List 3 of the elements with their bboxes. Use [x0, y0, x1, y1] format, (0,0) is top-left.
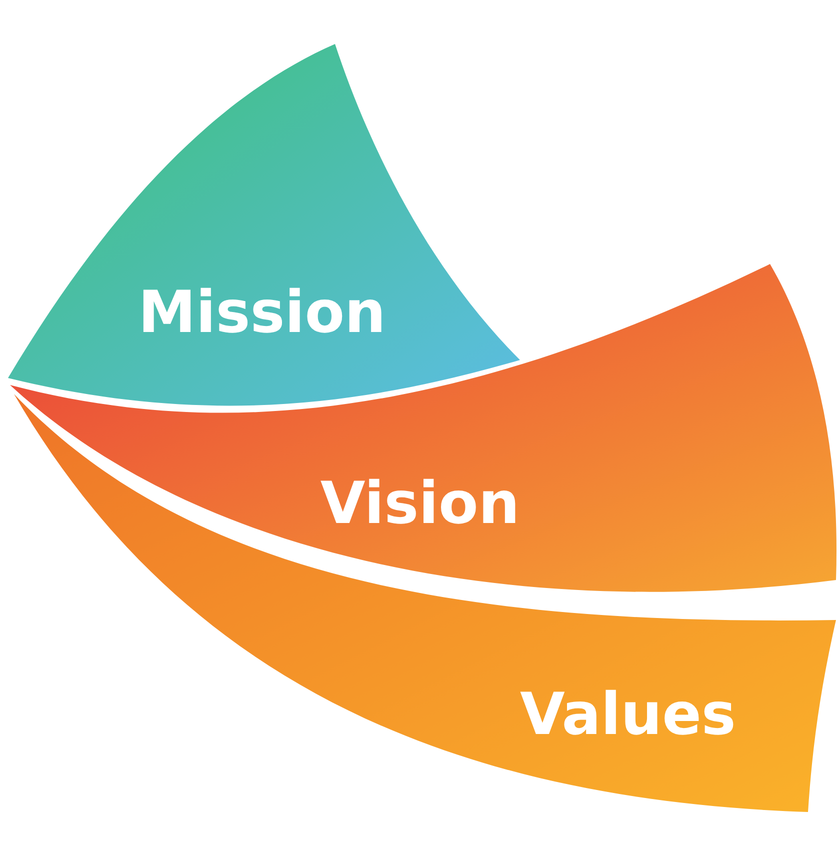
- segment-label: Vision: [320, 474, 520, 532]
- segment-label: Values: [520, 685, 736, 743]
- segment-label: Mission: [138, 283, 386, 341]
